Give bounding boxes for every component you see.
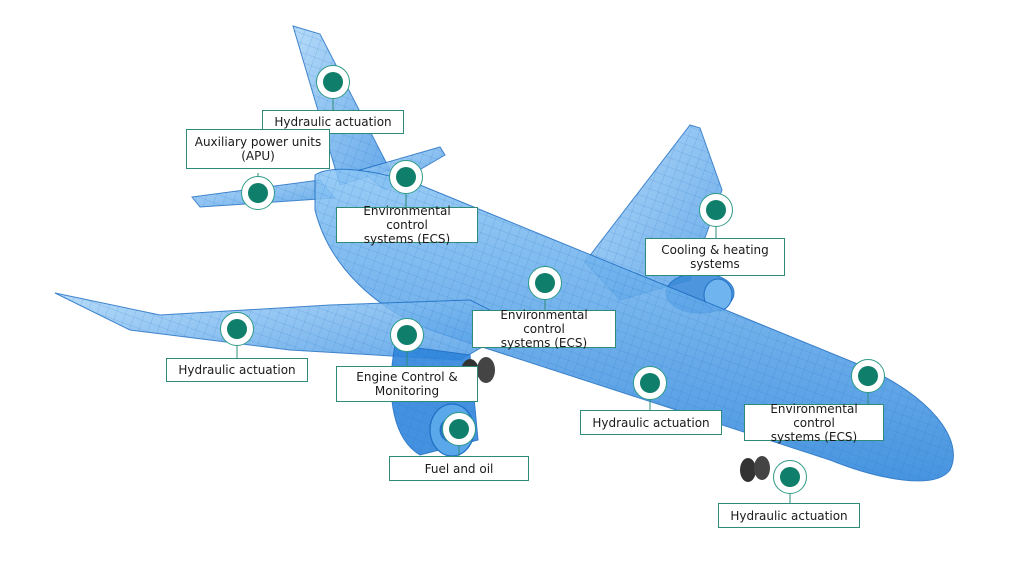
marker-dot [397, 325, 417, 345]
marker-fuel-oil[interactable] [442, 412, 476, 446]
marker-engine-control[interactable] [390, 318, 424, 352]
label-ecs-mid: Environmental control systems (ECS) [472, 308, 616, 350]
marker-apu[interactable] [241, 176, 275, 210]
marker-dot [248, 183, 268, 203]
marker-hydraulic-actuation-left-wing[interactable] [220, 312, 254, 346]
marker-dot [535, 273, 555, 293]
marker-hydraulic-actuation-tail[interactable] [316, 65, 350, 99]
marker-dot [780, 467, 800, 487]
label-hydraulic-actuation-belly: Hydraulic actuation [580, 410, 722, 435]
marker-dot [323, 72, 343, 92]
marker-hydraulic-actuation-belly[interactable] [633, 366, 667, 400]
marker-hydraulic-actuation-gear[interactable] [773, 460, 807, 494]
label-hydraulic-actuation-left-wing: Hydraulic actuation [166, 358, 308, 382]
nose-landing-gear [740, 456, 770, 482]
marker-dot [706, 200, 726, 220]
label-ecs-nose: Environmental control systems (ECS) [744, 402, 884, 444]
marker-dot [449, 419, 469, 439]
label-cooling-heating: Cooling & heating systems [645, 238, 785, 276]
marker-dot [640, 373, 660, 393]
label-fuel-oil: Fuel and oil [389, 456, 529, 481]
marker-dot [396, 167, 416, 187]
marker-ecs-mid[interactable] [528, 266, 562, 300]
label-hydraulic-actuation-gear: Hydraulic actuation [718, 503, 860, 528]
label-ecs-rear: Environmental control systems (ECS) [336, 204, 478, 246]
left-wing [54, 292, 522, 361]
label-apu: Auxiliary power units (APU) [186, 129, 330, 169]
marker-cooling-heating[interactable] [699, 193, 733, 227]
marker-ecs-rear[interactable] [389, 160, 423, 194]
marker-dot [227, 319, 247, 339]
marker-dot [858, 366, 878, 386]
label-engine-control: Engine Control & Monitoring [336, 366, 478, 402]
marker-ecs-nose[interactable] [851, 359, 885, 393]
